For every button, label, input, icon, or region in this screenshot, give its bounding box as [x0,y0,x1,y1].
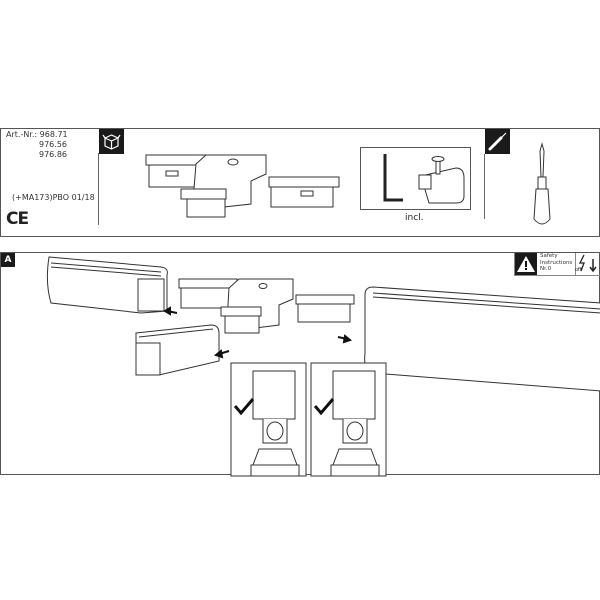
off-label: off [575,267,582,273]
checkmark-icon [233,398,255,416]
divider [484,154,485,219]
article-number: 968.71 [39,130,68,139]
article-number: 976.56 [39,140,67,149]
parts-panel: Art.-Nr.: 968.71 976.56 976.86 (+MA173)P… [0,128,600,237]
checkmark-icon [313,398,335,416]
included-parts-box [360,147,471,210]
step-label-text: A [4,255,12,265]
connector-illustration [145,154,340,218]
safety-line3: Nr.0 [540,266,552,272]
allen-key-icon [383,154,465,204]
power-off-icon: off [574,253,600,276]
screwdriver-illustration [533,142,551,225]
step-label: A [1,253,15,267]
detail-inset-right [310,362,387,477]
safety-line1: Safety [540,253,558,259]
article-label: Art.-Nr.: [6,130,38,139]
ce-mark: CE [6,209,29,229]
box-icon [99,129,124,154]
step-a-panel: A Safety Instructions Nr.0 off [0,252,600,477]
assembly-illustration [46,256,600,477]
track-rail-short [135,324,220,376]
warning-icon [515,253,537,275]
article-number: 976.86 [39,150,67,159]
track-rail-left [46,256,168,314]
screwdriver-icon [485,129,510,154]
included-label: incl. [405,213,424,223]
arrow-icon [163,306,353,359]
article-numbers: Art.-Nr.: 968.71 [6,130,68,140]
safety-line2: Instructions [540,259,573,266]
end-cap-icon [418,156,465,204]
revision-code: (+MA173)PBO 01/18 [12,193,95,202]
detail-inset-left [230,362,307,477]
track-rail-right [364,286,600,392]
divider [98,153,99,225]
connector [178,278,355,334]
safety-instructions: Safety Instructions Nr.0 [514,253,576,276]
